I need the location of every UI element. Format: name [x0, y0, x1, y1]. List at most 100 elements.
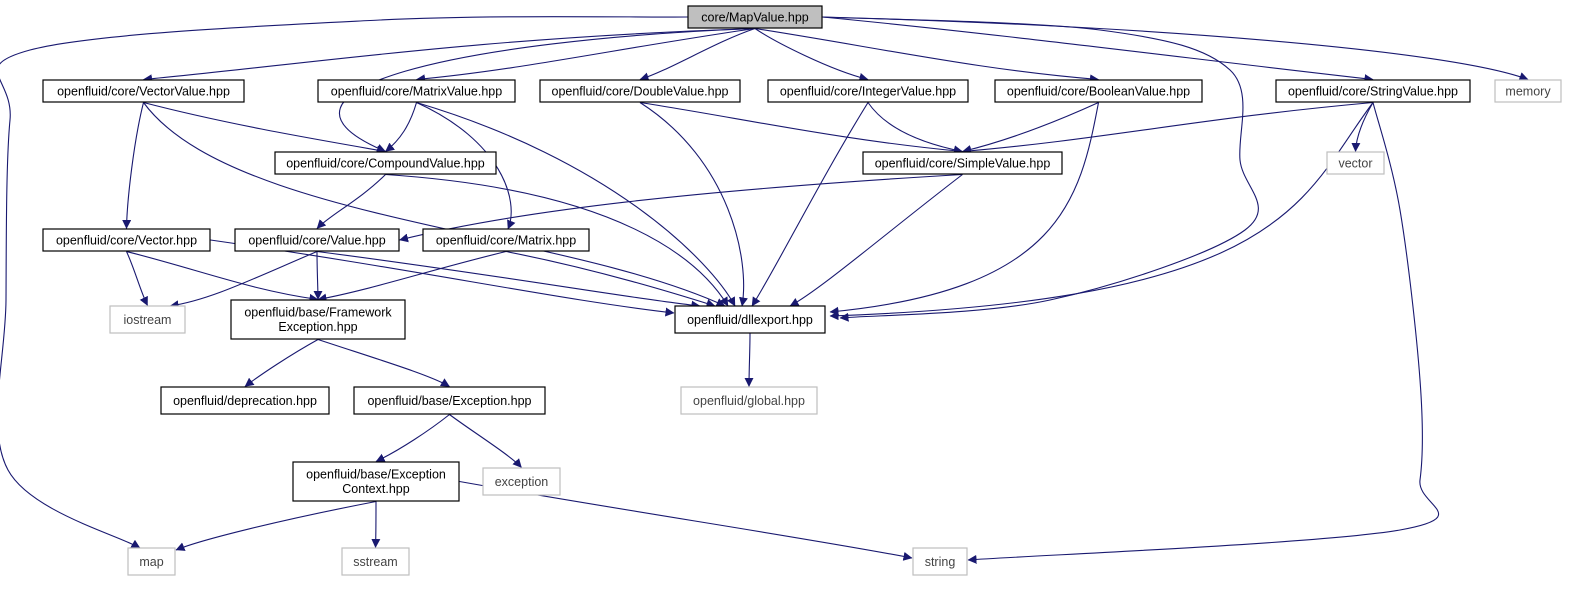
- edge-value-to-fwexception: [313, 251, 323, 300]
- node-matrix[interactable]: openfluid/core/Matrix.hpp: [422, 228, 590, 252]
- node-exception_ext: exception: [482, 467, 561, 496]
- edge-vector_hpp-to-dllexport: [210, 239, 675, 317]
- edge-mapvalue-to-dllexport: [822, 16, 1259, 322]
- node-label-global: openfluid/global.hpp: [693, 394, 805, 408]
- node-box-exception_hpp: [353, 386, 546, 415]
- edge-mapvalue-to-memory: [822, 16, 1529, 81]
- edge-mapvalue-to-stringvalue: [822, 16, 1374, 84]
- node-box-map: [127, 547, 176, 576]
- node-iostream: iostream: [109, 305, 186, 334]
- node-doublevalue[interactable]: openfluid/core/DoubleValue.hpp: [539, 79, 741, 103]
- edge-stringvalue-to-simplevalue: [962, 101, 1374, 156]
- edges-layer: [0, 16, 1529, 564]
- edge-fwexception-to-deprecation: [244, 339, 319, 387]
- node-mapvalue: core/MapValue.hpp: [687, 5, 823, 29]
- edge-fwexception-to-exception_hpp: [317, 338, 450, 387]
- node-deprecation[interactable]: openfluid/deprecation.hpp: [160, 386, 330, 415]
- node-vectorvalue[interactable]: openfluid/core/VectorValue.hpp: [42, 79, 245, 103]
- edge-exception_hpp-to-exception_ext: [449, 414, 522, 468]
- node-box-booleanvalue: [994, 79, 1203, 103]
- edge-mapvalue-to-doublevalue: [639, 27, 756, 82]
- node-string: string: [912, 547, 968, 576]
- edge-exception_hpp-to-excontext: [375, 414, 450, 462]
- node-simplevalue[interactable]: openfluid/core/SimpleValue.hpp: [862, 151, 1063, 175]
- node-label-booleanvalue: openfluid/core/BooleanValue.hpp: [1007, 84, 1190, 98]
- edge-stringvalue-to-dllexport: [829, 102, 1374, 321]
- node-vector_hpp[interactable]: openfluid/core/Vector.hpp: [42, 228, 211, 252]
- node-label-memory: memory: [1505, 84, 1551, 98]
- edge-integervalue-to-simplevalue: [867, 102, 963, 155]
- node-box-memory: [1494, 79, 1562, 103]
- node-dllexport[interactable]: openfluid/dllexport.hpp: [674, 305, 826, 334]
- edge-vector_hpp-to-fwexception: [126, 250, 319, 303]
- edge-excontext-to-map: [175, 500, 377, 551]
- edge-simplevalue-to-value: [399, 173, 963, 243]
- edge-doublevalue-to-dllexport: [639, 102, 748, 307]
- edge-matrix-to-fwexception: [317, 250, 507, 303]
- node-global: openfluid/global.hpp: [680, 386, 818, 415]
- edge-booleanvalue-to-simplevalue: [962, 101, 1099, 154]
- node-label-vector_ext: vector: [1338, 156, 1372, 170]
- edge-doublevalue-to-simplevalue: [639, 101, 963, 156]
- node-box-matrix: [422, 228, 590, 252]
- node-compoundvalue[interactable]: openfluid/core/CompoundValue.hpp: [274, 151, 497, 175]
- node-label-string: string: [925, 555, 956, 569]
- node-label-excontext: openfluid/base/Exception: [306, 468, 446, 482]
- node-label-compoundvalue: openfluid/core/CompoundValue.hpp: [286, 156, 485, 170]
- node-stringvalue[interactable]: openfluid/core/StringValue.hpp: [1275, 79, 1471, 103]
- node-box-sstream: [341, 547, 410, 576]
- edge-stringvalue-to-vector_ext: [1351, 102, 1374, 152]
- node-label-exception_ext: exception: [495, 475, 549, 489]
- node-label-doublevalue: openfluid/core/DoubleValue.hpp: [552, 84, 729, 98]
- node-sstream: sstream: [341, 547, 410, 576]
- edge-mapvalue-to-vectorvalue: [143, 27, 756, 84]
- node-box-dllexport: [674, 305, 826, 334]
- node-label-exception_hpp: openfluid/base/Exception.hpp: [367, 394, 531, 408]
- edge-compoundvalue-to-dllexport: [385, 173, 729, 307]
- edge-excontext-to-sstream: [371, 501, 381, 548]
- node-integervalue[interactable]: openfluid/core/IntegerValue.hpp: [767, 79, 969, 103]
- node-box-vectorvalue: [42, 79, 245, 103]
- node-booleanvalue[interactable]: openfluid/core/BooleanValue.hpp: [994, 79, 1203, 103]
- edge-value-to-dllexport: [316, 250, 701, 310]
- edge-stringvalue-to-string: [967, 102, 1440, 564]
- node-label-deprecation: openfluid/deprecation.hpp: [173, 394, 317, 408]
- node-label-integervalue: openfluid/core/IntegerValue.hpp: [780, 84, 956, 98]
- edge-vectorvalue-to-compoundvalue: [143, 101, 386, 155]
- edge-dllexport-to-global: [744, 333, 754, 387]
- node-label-mapvalue: core/MapValue.hpp: [701, 10, 809, 24]
- node-label-map: map: [139, 555, 163, 569]
- edge-vectorvalue-to-vector_hpp: [122, 102, 145, 229]
- node-box-global: [680, 386, 818, 415]
- node-label-dllexport: openfluid/dllexport.hpp: [687, 313, 813, 327]
- edge-mapvalue-to-integervalue: [754, 28, 869, 82]
- node-label-sstream: sstream: [353, 555, 397, 569]
- node-box-compoundvalue: [274, 151, 497, 175]
- node-box-vector_hpp: [42, 228, 211, 252]
- edge-mapvalue-to-map: [0, 16, 688, 549]
- node-label-matrixvalue: openfluid/core/MatrixValue.hpp: [331, 84, 502, 98]
- edge-matrixvalue-to-compoundvalue: [385, 102, 418, 152]
- node-label-vector_hpp: openfluid/core/Vector.hpp: [56, 233, 197, 247]
- node-value[interactable]: openfluid/core/Value.hpp: [234, 228, 400, 252]
- node-label-value: openfluid/core/Value.hpp: [248, 233, 385, 247]
- node-box-deprecation: [160, 386, 330, 415]
- node-label-iostream: iostream: [124, 313, 172, 327]
- node-box-fwexception: [230, 299, 406, 340]
- node-exception_hpp[interactable]: openfluid/base/Exception.hpp: [353, 386, 546, 415]
- node-label-stringvalue: openfluid/core/StringValue.hpp: [1288, 84, 1458, 98]
- edge-vector_hpp-to-iostream: [126, 251, 148, 306]
- nodes-layer: core/MapValue.hpp openfluid/core/VectorVa…: [42, 5, 1562, 576]
- node-box-exception_ext: [482, 467, 561, 496]
- edge-matrix-to-dllexport: [505, 250, 716, 308]
- edge-value-to-iostream: [169, 250, 318, 310]
- node-memory: memory: [1494, 79, 1562, 103]
- node-label-excontext: Context.hpp: [342, 482, 409, 496]
- node-label-fwexception: openfluid/base/Framework: [244, 306, 392, 320]
- node-matrixvalue[interactable]: openfluid/core/MatrixValue.hpp: [317, 79, 516, 103]
- edge-simplevalue-to-dllexport: [789, 174, 963, 307]
- node-box-simplevalue: [862, 151, 1063, 175]
